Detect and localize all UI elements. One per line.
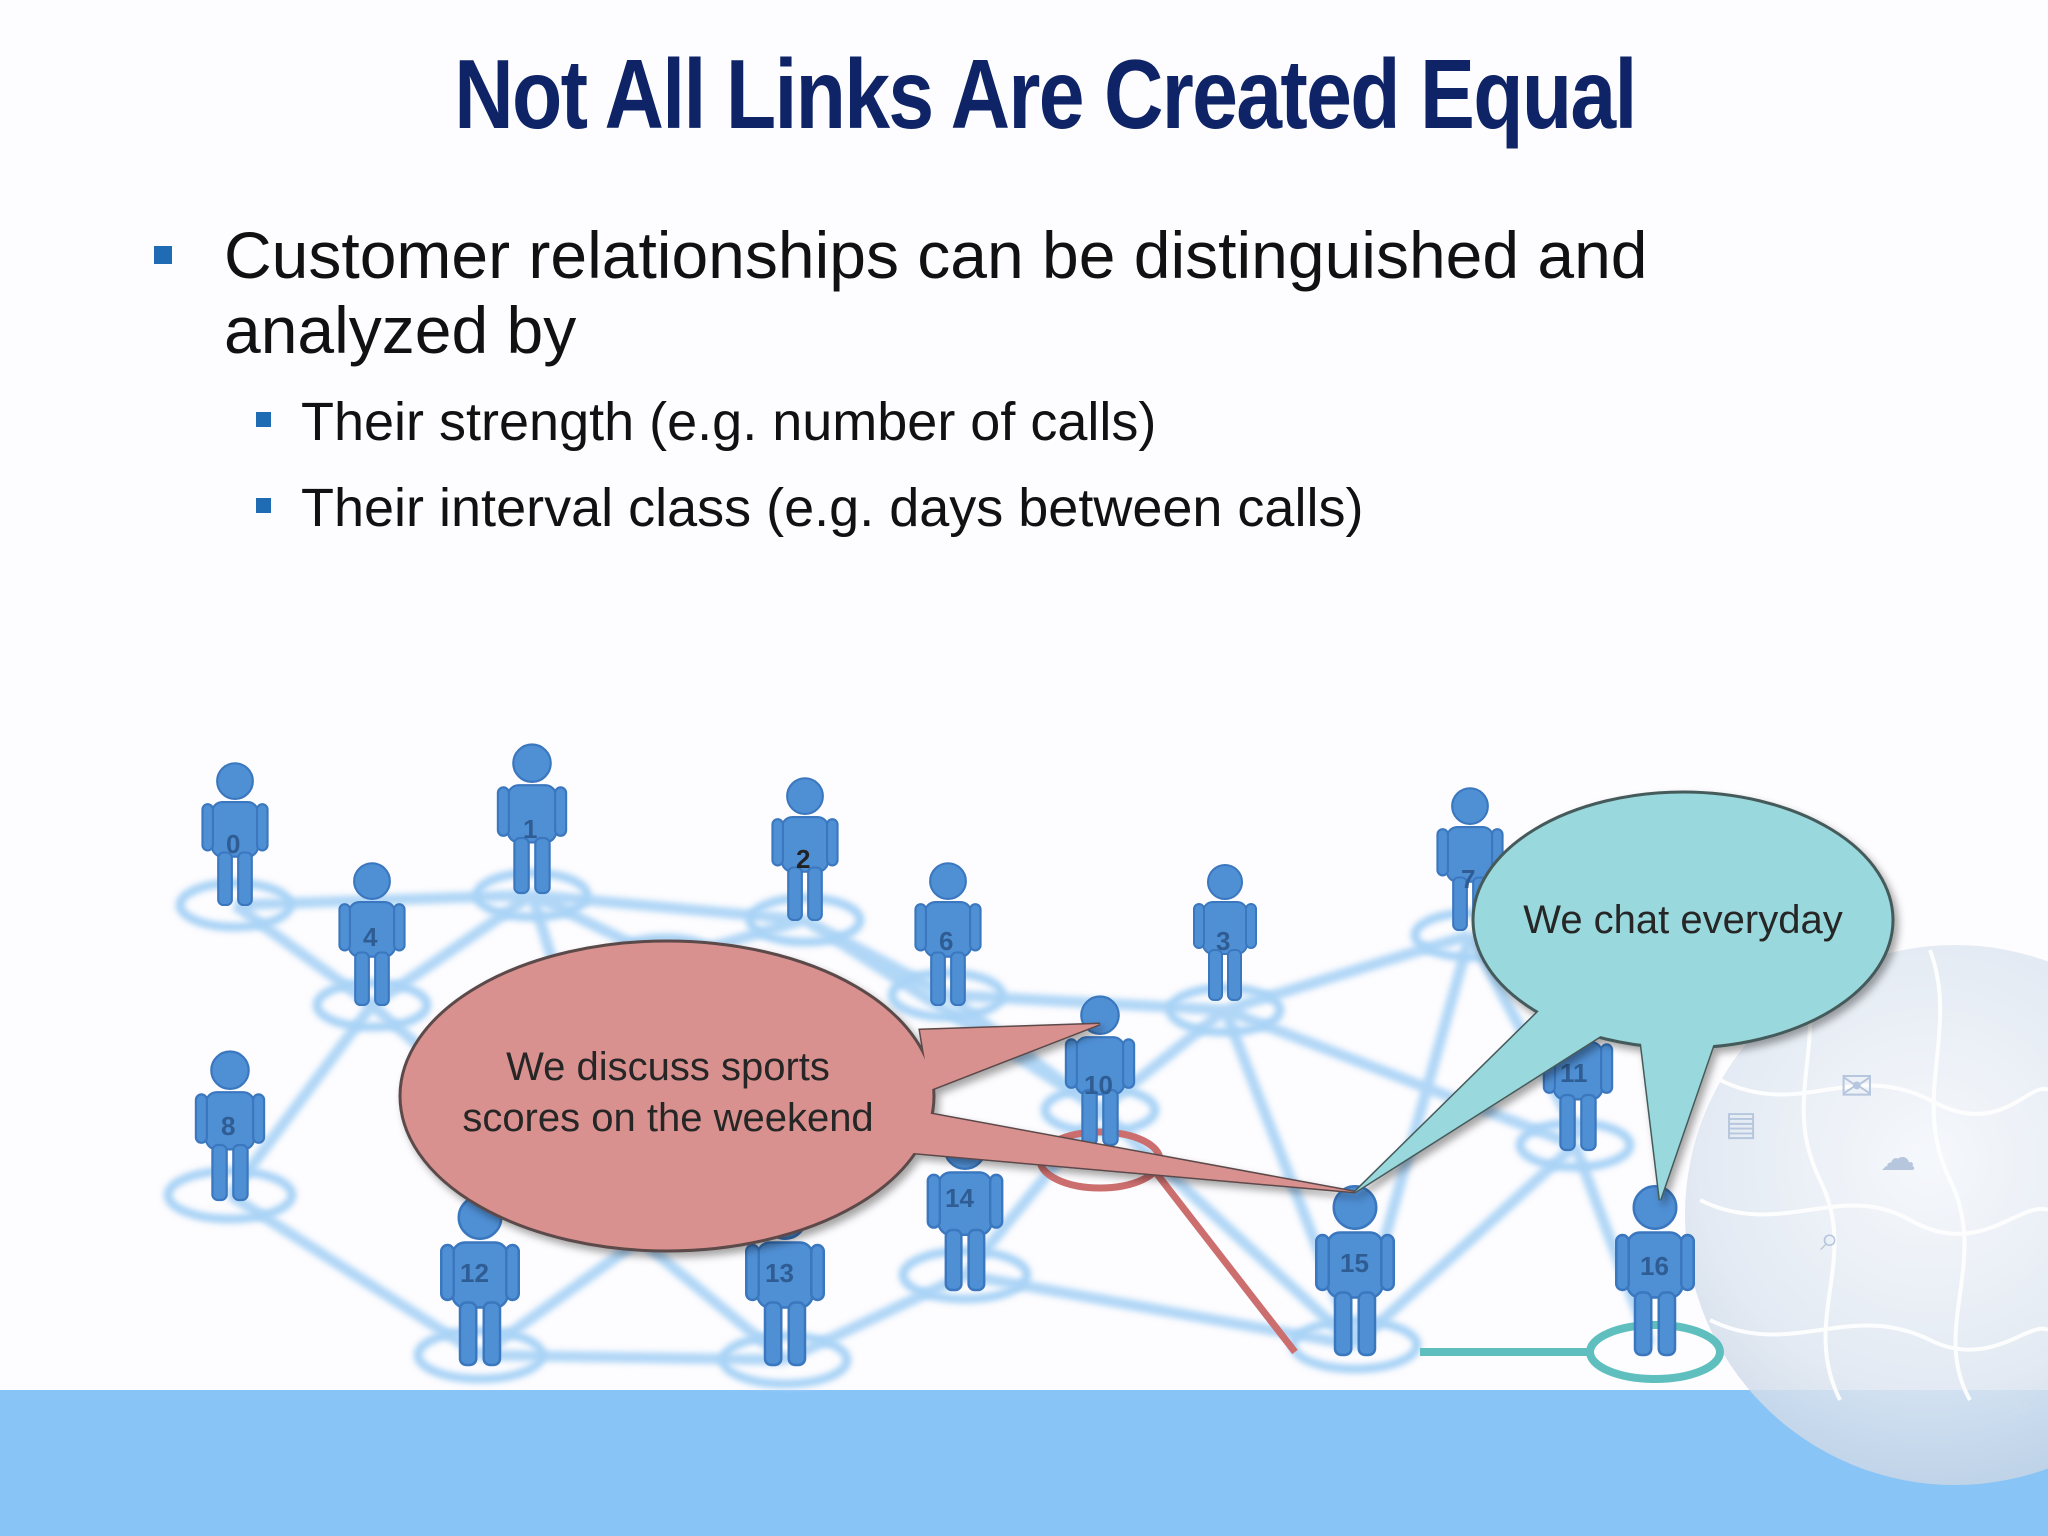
svg-text:⌕: ⌕ [1820,1219,1839,1259]
svg-text:14: 14 [945,1183,974,1213]
person-7: 7 [1436,787,1504,932]
person-10: 10 [1064,995,1136,1147]
person-1: 1 [496,743,568,895]
person-8: 8 [194,1050,266,1202]
sub-bullet-text: Their interval class (e.g. days between … [301,478,1364,538]
person-15: 15 [1315,1185,1395,1357]
svg-text:1: 1 [523,814,537,844]
bullet-square-icon [256,412,271,427]
svg-text:4: 4 [363,922,378,952]
svg-text:6: 6 [939,926,953,956]
node-rings [163,868,1635,1389]
svg-text:8: 8 [221,1111,235,1141]
callout-weekend-line1: We discuss sports [506,1045,830,1089]
person-11: 11 [1542,1000,1614,1152]
bullet-level1: Customer relationships can be distinguis… [150,218,1750,368]
sub-bullet-strength: Their strength (e.g. number of calls) [256,392,1756,452]
callout-everyday-text: We chat everyday [1523,898,1842,942]
svg-text:13: 13 [765,1258,794,1288]
person-6: 6 [914,862,982,1007]
callout-weekend: We discuss sports scores on the weekend [398,939,1356,1253]
bullet-square-icon [154,246,172,264]
svg-text:16: 16 [1640,1251,1669,1281]
callout-weekend-line2: scores on the weekend [462,1096,873,1140]
svg-text:☁: ☁ [1880,1138,1916,1179]
svg-text:11: 11 [1560,1058,1588,1088]
person-12: 12 [440,1195,520,1367]
person-3: 3 [1193,864,1257,1001]
person-16: 16 [1615,1185,1695,1357]
slide-title: Not All Links Are Created Equal [454,39,1637,149]
svg-text:▤: ▤ [1725,1104,1757,1144]
footer-band [0,1390,2048,1536]
bullet-text-line1: Customer relationships can be distinguis… [224,218,1648,292]
svg-text:12: 12 [460,1258,489,1288]
bullet-square-icon [256,498,271,513]
bullet-text: Customer relationships can be distinguis… [224,218,1750,368]
globe-decoration: ✉ ☁ ▤ ⌕ [1685,945,2048,1485]
person-0: 0 [201,762,269,907]
svg-text:0: 0 [226,829,240,859]
svg-text:15: 15 [1340,1248,1369,1278]
svg-text:3: 3 [1216,926,1230,956]
person-4: 4 [338,862,406,1007]
person-13: 13 [745,1195,825,1367]
person-2: 2 [771,777,839,922]
bullet-text-line2: analyzed by [224,293,577,367]
svg-text:✉: ✉ [1840,1064,1874,1110]
svg-text:10: 10 [1084,1070,1113,1100]
person-14: 14 [926,1126,1004,1292]
highlight-link-everyday [1420,1321,1724,1383]
svg-text:2: 2 [796,844,810,874]
callout-everyday: We chat everyday [1353,790,1895,1201]
sub-bullet-text: Their strength (e.g. number of calls) [301,392,1157,452]
svg-text:7: 7 [1461,864,1475,894]
sub-bullet-interval: Their interval class (e.g. days between … [256,478,1756,538]
